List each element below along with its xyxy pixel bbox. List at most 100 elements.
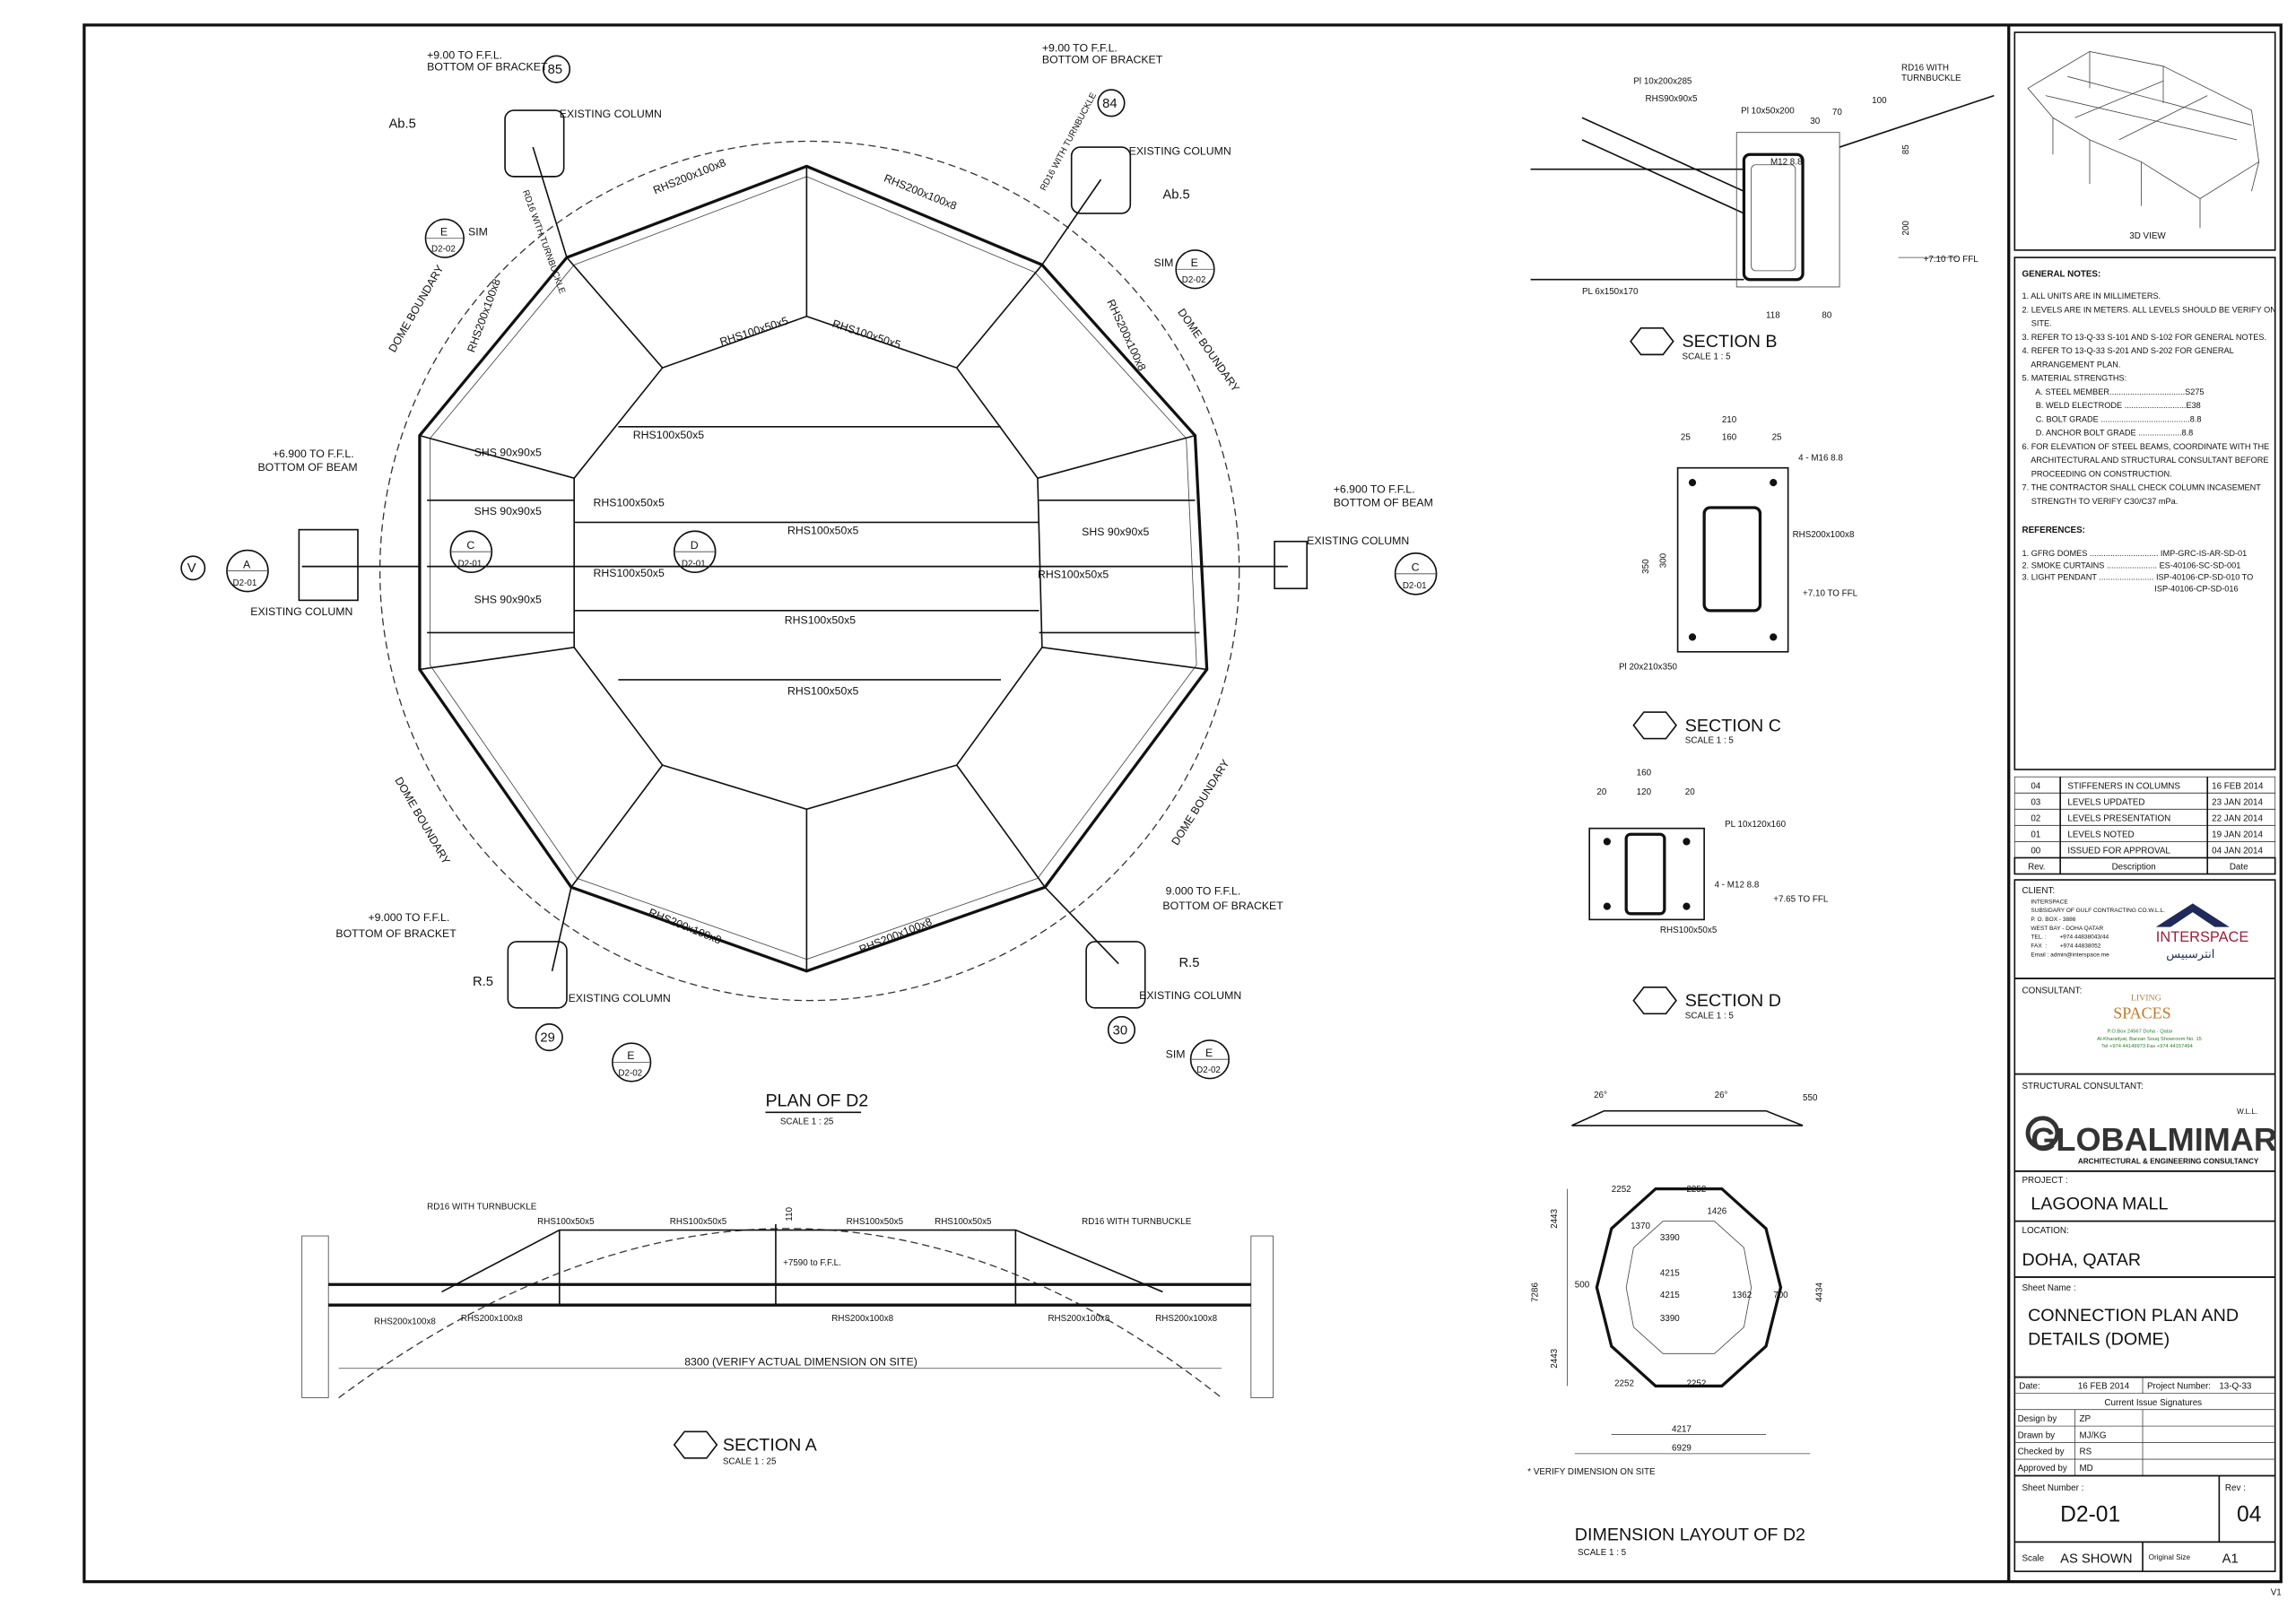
references-heading: REFERENCES:: [2022, 526, 2085, 535]
level-note: BOTTOM OF BRACKET: [427, 61, 548, 74]
svg-text:A: A: [243, 558, 251, 570]
section-a-label: RHS200x100x8: [1155, 1314, 1217, 1324]
section-a-label: RHS200x100x8: [1048, 1314, 1109, 1324]
member-label: SHS 90x90x5: [474, 505, 542, 517]
svg-text:Date: Date: [2230, 863, 2248, 873]
section-d-label: 120: [1637, 787, 1652, 797]
plan-of-d2: RHS200x100x8 RHS200x100x8 RHS200x100x8 R…: [180, 41, 1438, 1126]
section-d-label: +7.65 TO FFL: [1773, 895, 1829, 905]
section-mark-v: V: [180, 555, 206, 581]
section-a-title: SECTION A: [723, 1436, 818, 1456]
dimension-label: 3390: [1660, 1233, 1680, 1243]
level-note: BOTTOM OF BEAM: [257, 461, 357, 474]
reference-item: 2. SMOKE CURTAINS ......................…: [2022, 561, 2241, 569]
svg-text:Date:: Date:: [2019, 1382, 2040, 1392]
svg-text:30: 30: [1113, 1023, 1127, 1038]
section-a-label: 110: [785, 1206, 795, 1221]
svg-text:E: E: [440, 225, 448, 238]
member-label: RHS200x100x8: [651, 156, 727, 196]
plan-scale: SCALE 1 : 25: [780, 1117, 834, 1126]
client-detail-line: TEL. : +974 44838043/44: [2031, 935, 2109, 941]
section-b-label: 118: [1766, 310, 1780, 320]
section-b: Pl 10x200x285 RHS90x90x5 Pl 10x50x200 RD…: [1530, 64, 1995, 361]
section-b-label: RHS90x90x5: [1646, 94, 1698, 104]
living-spaces-logo: LIVING SPACES P.O.Box 24567 Doha - Qatar…: [2097, 994, 2202, 1049]
svg-text:E: E: [627, 1049, 634, 1062]
section-b-label: 80: [1822, 310, 1831, 320]
svg-text:13-Q-33: 13-Q-33: [2219, 1382, 2252, 1392]
title-block: 3D VIEW GENERAL NOTES: 1. ALL UNITS ARE …: [2013, 31, 2282, 1597]
svg-text:SIM: SIM: [468, 225, 488, 238]
client-detail-line: INTERSPACE: [2031, 899, 2068, 905]
section-mark-a: AD2-01: [226, 549, 269, 593]
member-label: RHS100x50x5: [785, 614, 856, 627]
svg-text:Al-Kharaityat, Barzan Souq Sho: Al-Kharaityat, Barzan Souq Showroom No. …: [2097, 1037, 2202, 1042]
section-b-label: Pl 10x50x200: [1741, 106, 1795, 116]
section-d-title: SECTION D: [1685, 991, 1781, 1011]
section-c-scale: SCALE 1 : 5: [1685, 735, 1735, 745]
member-label: RHS200x100x8: [647, 906, 723, 946]
svg-text:C: C: [1412, 561, 1420, 574]
dimension-label: 4215: [1660, 1291, 1680, 1300]
svg-text:85: 85: [548, 63, 562, 77]
svg-text:LEVELS UPDATED: LEVELS UPDATED: [2067, 797, 2144, 807]
level-note: +9.00 TO F.F.L.: [1042, 41, 1118, 54]
svg-text:D2-02: D2-02: [1182, 275, 1206, 285]
section-b-label: RD16 WITH: [1901, 64, 1949, 74]
level-note: BOTTOM OF BEAM: [1334, 496, 1433, 509]
consultant-label: CONSULTANT:: [2022, 986, 2083, 995]
general-note: ARRANGEMENT PLAN.: [2022, 360, 2121, 369]
client-detail-line: P. O. BOX - 3886: [2031, 917, 2075, 923]
angle-label: 26°: [1594, 1091, 1607, 1100]
issue-signatures: Date: 16 FEB 2014 Project Number: 13-Q-3…: [2013, 1376, 2276, 1572]
svg-text:Description: Description: [2112, 863, 2156, 873]
ab5-tag: Ab.5: [388, 117, 415, 132]
member-label: RHS100x50x5: [633, 429, 704, 441]
member-label: RHS100x50x5: [831, 317, 902, 352]
svg-text:Checked by: Checked by: [2018, 1447, 2065, 1457]
dimension-layout-scale: SCALE 1 : 5: [1578, 1548, 1627, 1558]
dimension-label: 3390: [1660, 1314, 1680, 1324]
dimension-label: 2443: [1550, 1348, 1560, 1368]
svg-text:LEVELS NOTED: LEVELS NOTED: [2067, 830, 2134, 839]
svg-text:Rev.: Rev.: [2028, 863, 2045, 873]
svg-text:04: 04: [2031, 781, 2040, 791]
dome-boundary-label: DOME BOUNDARY: [1169, 757, 1231, 848]
client-label: CLIENT:: [2022, 886, 2056, 896]
section-a-label: +7590 to F.F.L.: [783, 1258, 841, 1268]
svg-text:D2-02: D2-02: [1196, 1065, 1221, 1075]
column-label: EXISTING COLUMN: [560, 108, 662, 120]
grid-bubble: 85: [542, 55, 571, 83]
verify-note: * VERIFY DIMENSION ON SITE: [1527, 1467, 1656, 1477]
svg-text:22 JAN 2014: 22 JAN 2014: [2212, 813, 2263, 823]
dimension-label: 4215: [1660, 1268, 1680, 1278]
level-note: BOTTOM OF BRACKET: [1042, 54, 1163, 66]
turnbuckle-label: RD16 WITH TURNBUCKLE: [520, 189, 567, 296]
member-label: RHS100x50x5: [718, 315, 790, 349]
globalmimar-logo: GLOBALMIMAR W.L.L. ARCHITECTURAL & ENGIN…: [2025, 1108, 2277, 1166]
svg-text:LEVELS PRESENTATION: LEVELS PRESENTATION: [2067, 813, 2170, 823]
svg-text:C: C: [466, 539, 474, 552]
dimension-label: 2252: [1614, 1378, 1634, 1388]
svg-text:MD: MD: [2079, 1464, 2092, 1474]
general-note: ARCHITECTURAL AND STRUCTURAL CONSULTANT …: [2022, 456, 2269, 465]
section-b-label: M12 8.8: [1770, 158, 1803, 168]
column-label: EXISTING COLUMN: [1307, 535, 1409, 547]
svg-text:84: 84: [1102, 97, 1117, 111]
member-label: RHS100x50x5: [594, 496, 665, 509]
general-note: 6. FOR ELEVATION OF STEEL BEAMS, COORDIN…: [2022, 442, 2270, 451]
section-a-label: RHS100x50x5: [935, 1217, 992, 1227]
client-detail-line: FAX : +974 44838052: [2031, 943, 2100, 950]
dimension-label: 2252: [1686, 1378, 1706, 1388]
section-a-dimension: 8300 (VERIFY ACTUAL DIMENSION ON SITE): [684, 1355, 918, 1368]
section-c-label: 300: [1658, 552, 1668, 568]
svg-text:Scale: Scale: [2022, 1554, 2045, 1564]
section-b-label: 70: [1832, 108, 1842, 117]
references-list: 1. GFRG DOMES ..........................…: [2022, 549, 2254, 593]
